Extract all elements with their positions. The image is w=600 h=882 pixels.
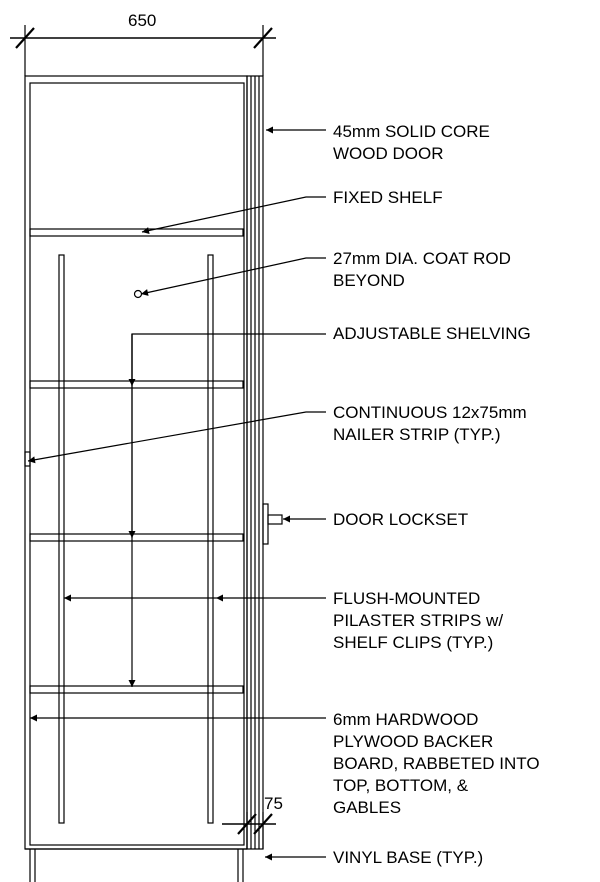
- vinyl-base-callout: VINYL BASE (TYP.): [333, 847, 483, 869]
- door-section: [246, 75, 264, 850]
- lockset-callout: DOOR LOCKSET: [333, 509, 468, 531]
- pilaster-strips-callout-line-1: FLUSH-MOUNTED: [333, 589, 481, 608]
- pilaster-strips-callout-line-3: SHELF CLIPS (TYP.): [333, 633, 494, 652]
- adjustable-shelving-callout-line-1: ADJUSTABLE SHELVING: [333, 324, 531, 343]
- nailer-strip-callout-line-2: NAILER STRIP (TYP.): [333, 425, 501, 444]
- leader-lines: [27, 126, 326, 861]
- door-callout-line-2: WOOD DOOR: [333, 144, 444, 163]
- vinyl-base-callout-line-1: VINYL BASE (TYP.): [333, 848, 484, 867]
- door-offset-dimension: [222, 812, 276, 849]
- door-offset-label: 75: [264, 794, 283, 813]
- coat-rod-callout-line-2: BEYOND: [333, 271, 405, 290]
- fixed-shelf-callout-line-1: FIXED SHELF: [333, 188, 443, 207]
- fixed-shelf: [29, 228, 244, 237]
- adjustable-shelf-2: [29, 533, 244, 542]
- coat-rod-callout-line-1: 27mm DIA. COAT ROD: [333, 249, 511, 268]
- nailer-strip-callout: CONTINUOUS 12x75mm NAILER STRIP (TYP.): [333, 402, 527, 446]
- pilaster-strips-callout: FLUSH-MOUNTED PILASTER STRIPS w/ SHELF C…: [333, 588, 503, 654]
- nailer-strip-callout-line-1: CONTINUOUS 12x75mm: [333, 403, 527, 422]
- overall-width-dimension: [10, 25, 276, 76]
- backer-board-callout-line-1: 6mm HARDWOOD: [333, 710, 479, 729]
- vinyl-base: [29, 849, 244, 882]
- shelves: [29, 228, 244, 694]
- backer-board-callout-line-2: PLYWOOD BACKER: [333, 732, 494, 751]
- pilaster-strips: [58, 254, 214, 824]
- backer-board-callout: 6mm HARDWOOD PLYWOOD BACKER BOARD, RABBE…: [333, 709, 540, 819]
- backer-board-callout-line-4: TOP, BOTTOM, &: [333, 776, 469, 795]
- door-callout-line-1: 45mm SOLID CORE: [333, 122, 490, 141]
- lockset-callout-line-1: DOOR LOCKSET: [333, 510, 469, 529]
- backer-board-callout-line-3: BOARD, RABBETED INTO: [333, 754, 540, 773]
- adjustable-shelf-3: [29, 685, 244, 694]
- overall-width-label: 650: [128, 11, 157, 30]
- coat-rod-callout: 27mm DIA. COAT ROD BEYOND: [333, 248, 511, 292]
- fixed-shelf-callout: FIXED SHELF: [333, 187, 443, 209]
- nailer-strip: [24, 451, 31, 467]
- door-callout: 45mm SOLID CORE WOOD DOOR: [333, 121, 490, 165]
- cabinet-outline: [24, 75, 248, 850]
- backer-board-callout-line-5: GABLES: [333, 798, 402, 817]
- coat-rod: [133, 289, 143, 299]
- adjustable-shelving-callout: ADJUSTABLE SHELVING: [333, 323, 531, 345]
- pilaster-strips-callout-line-2: PILASTER STRIPS w/: [333, 611, 504, 630]
- door-lockset: [262, 503, 283, 545]
- adjustable-shelf-1: [29, 380, 244, 389]
